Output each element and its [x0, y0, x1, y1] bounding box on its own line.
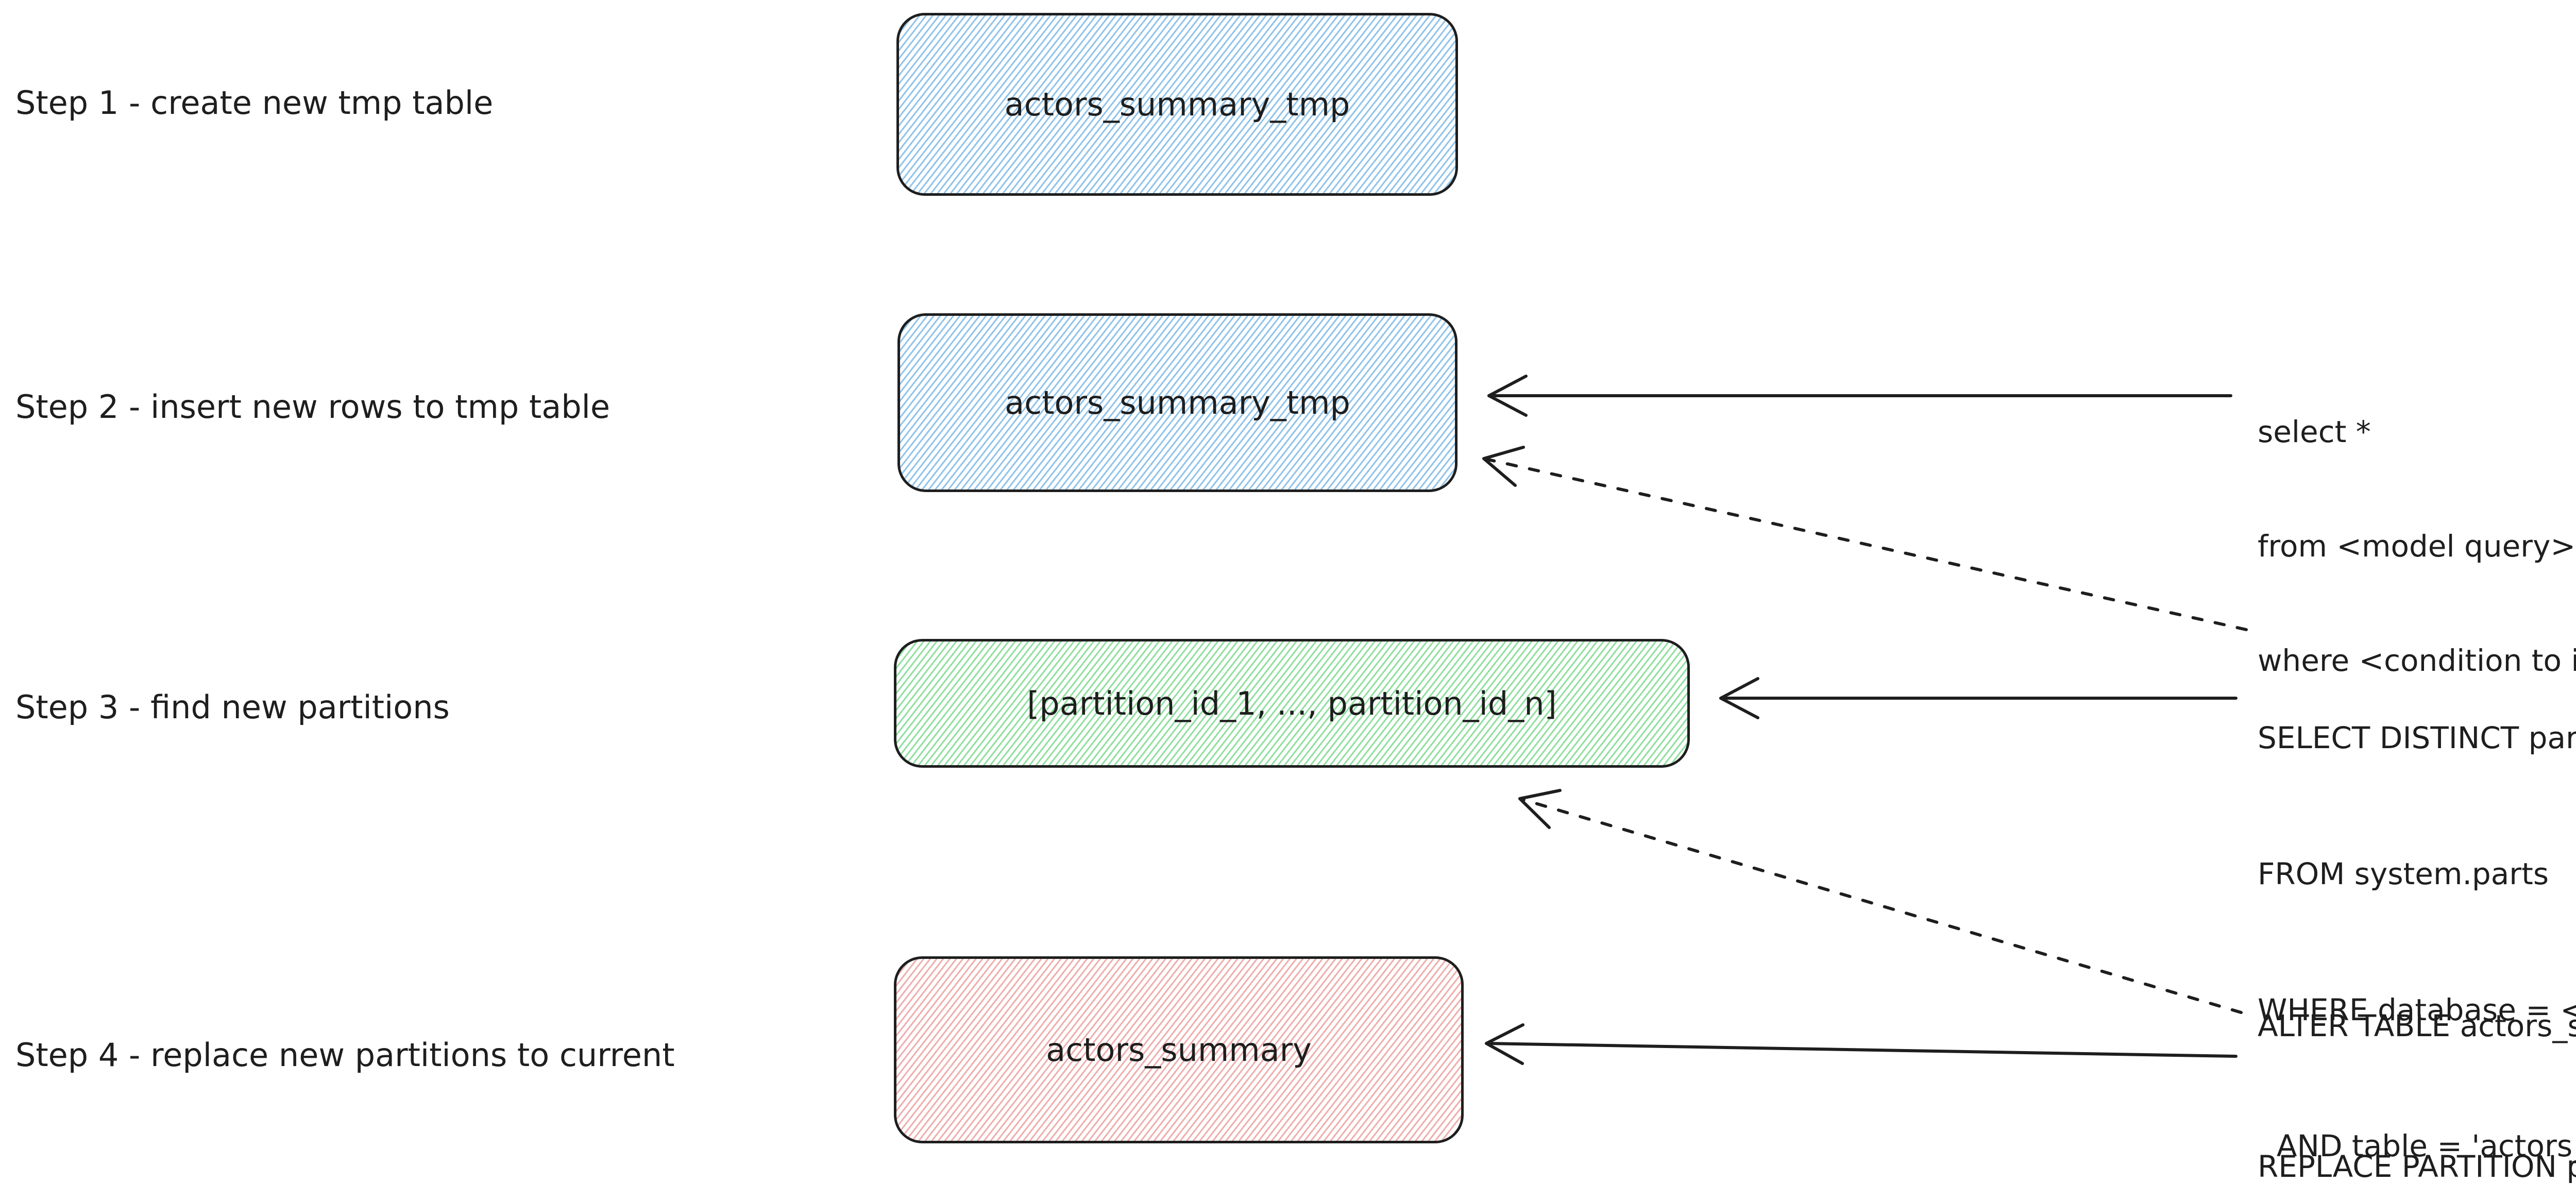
tmp-table-box-step1-label: actors_summary_tmp: [1004, 86, 1350, 123]
sql-line: FROM system.parts: [2258, 856, 2549, 891]
partitions-list-box: [partition_id_1, ..., partition_id_n]: [894, 639, 1690, 768]
sql-line: where <condition to identify new>: [2258, 643, 2576, 678]
arrow-replace-to-current-table: [1485, 1023, 2238, 1065]
tmp-table-box-step2: actors_summary_tmp: [897, 313, 1458, 492]
sql-line: REPLACE PARTITION partition_id_1: [2258, 1149, 2576, 1184]
step-2-label: Step 2 - insert new rows to tmp table: [15, 388, 610, 426]
step-3-label: Step 3 - find new partitions: [15, 688, 450, 726]
tmp-table-box-step1: actors_summary_tmp: [896, 13, 1458, 196]
sql-line: ALTER TABLE actors_summary: [2258, 1008, 2576, 1043]
sql-line: WHERE database = <database>: [2258, 992, 2576, 1027]
dashed-arrow-to-tmp-table: [1482, 446, 2248, 631]
sql-line: SELECT DISTINCT partition_id: [2258, 720, 2576, 755]
sql-line: from <model query>: [2258, 529, 2576, 564]
arrow-select-to-tmp-table: [1487, 375, 2232, 417]
sql-find-partitions: SELECT DISTINCT partition_id FROM system…: [2258, 624, 2576, 1199]
sql-line: select *: [2258, 414, 2371, 449]
sql-line: AND table = 'actors_summary_tmp': [2276, 1128, 2576, 1163]
step-4-label: Step 4 - replace new partitions to curre…: [15, 1036, 675, 1074]
sql-replace-partitions: ALTER TABLE actors_summary REPLACE PARTI…: [2258, 909, 2576, 1199]
sql-insert-new-rows: select * from <model query> where <condi…: [2258, 336, 2576, 756]
partitions-list-box-label: [partition_id_1, ..., partition_id_n]: [1027, 684, 1557, 722]
tmp-table-box-step2-label: actors_summary_tmp: [1005, 384, 1350, 421]
dashed-arrow-to-partitions-list: [1518, 789, 2243, 1014]
step-1-label: Step 1 - create new tmp table: [15, 84, 494, 122]
current-table-box: actors_summary: [894, 956, 1464, 1143]
arrow-partitions-query-to-list: [1719, 677, 2238, 719]
current-table-box-label: actors_summary: [1046, 1031, 1312, 1069]
